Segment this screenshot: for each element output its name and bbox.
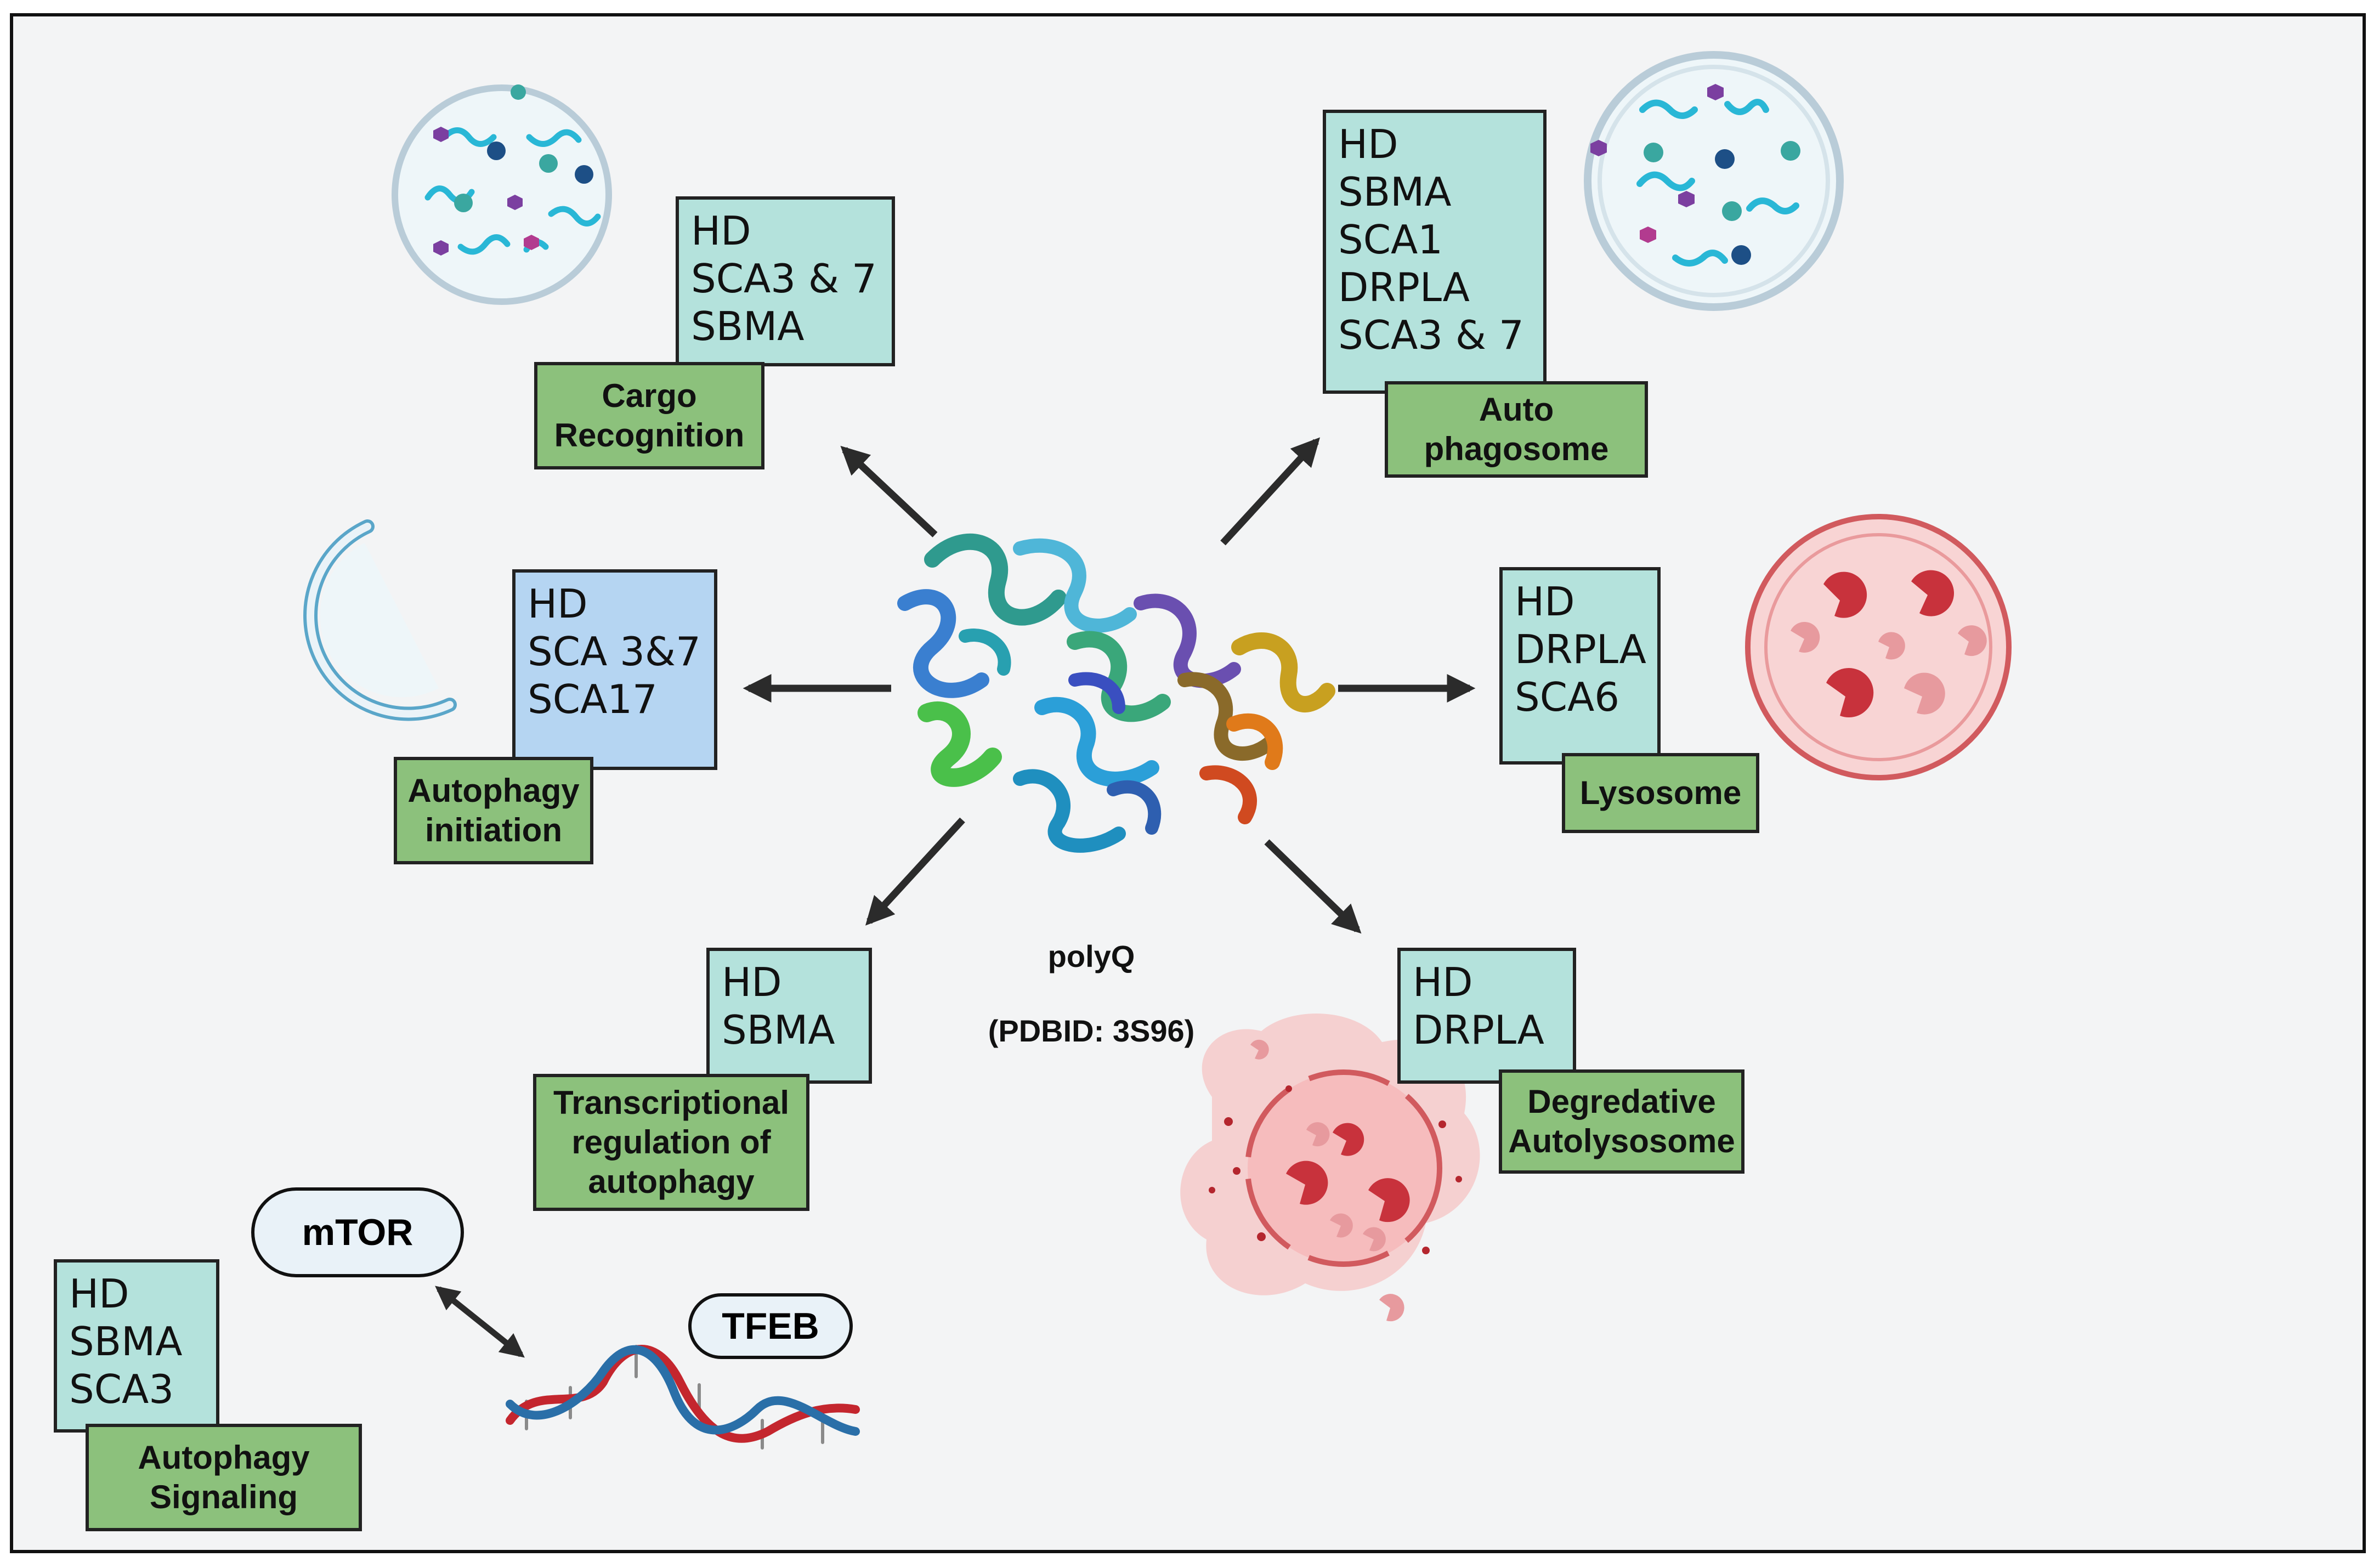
mtor-label: mTOR bbox=[251, 1187, 464, 1277]
autophagosome-disease-box: HD SBMA SCA1 DRPLA SCA3 & 7 bbox=[1323, 110, 1547, 394]
arrow-to-transcription bbox=[865, 817, 965, 926]
arrow-to-cargo bbox=[840, 445, 938, 537]
lysosome-disease-list: HD DRPLA SCA6 bbox=[1515, 579, 1646, 720]
autophagosome-disease-list: HD SBMA SCA1 DRPLA SCA3 & 7 bbox=[1338, 121, 1524, 358]
autolysosome-disease-box: HD DRPLA bbox=[1397, 948, 1576, 1084]
autolysosome-icon bbox=[1180, 1013, 1480, 1322]
autophagosome-icon bbox=[1584, 51, 1844, 311]
cargo-disease-box: HD SCA3 & 7 SBMA bbox=[676, 196, 895, 366]
arrow-to-autophagosome bbox=[1220, 437, 1321, 546]
tfeb-label: TFEB bbox=[688, 1293, 853, 1359]
cargo-recognition-label: Cargo Recognition bbox=[534, 362, 764, 469]
polyq-pdb-id: (PDBID: 3S96) bbox=[988, 1014, 1195, 1048]
transcriptional-regulation-label: Transcriptional regulation of autophagy bbox=[533, 1074, 809, 1211]
transcription-disease-list: HD SBMA bbox=[722, 959, 835, 1053]
degredative-autolysosome-label: Degredative Autolysosome bbox=[1499, 1069, 1744, 1174]
cargo-vesicle-icon bbox=[392, 84, 612, 305]
dna-helix-icon bbox=[506, 1345, 860, 1450]
phagophore-icon bbox=[303, 519, 457, 721]
transcription-disease-box: HD SBMA bbox=[706, 948, 872, 1084]
lysosome-label: Lysosome bbox=[1562, 753, 1759, 833]
arrow-to-autolysosome bbox=[1264, 839, 1362, 934]
initiation-disease-list: HD SCA 3&7 SCA17 bbox=[528, 581, 701, 722]
initiation-disease-box: HD SCA 3&7 SCA17 bbox=[512, 569, 717, 770]
autophagy-signaling-label: Autophagy Signaling bbox=[86, 1424, 362, 1531]
autolysosome-disease-list: HD DRPLA bbox=[1413, 959, 1544, 1053]
autophagy-initiation-label: Autophagy initiation bbox=[394, 757, 593, 864]
protein-structure-icon bbox=[897, 533, 1335, 853]
polyq-caption: polyQ (PDBID: 3S96) bbox=[943, 901, 1239, 1087]
signaling-disease-list: HD SBMA SCA3 bbox=[69, 1271, 183, 1412]
autophagosome-label: Auto phagosome bbox=[1385, 381, 1648, 478]
lysosome-icon bbox=[1745, 514, 2012, 780]
signaling-disease-box: HD SBMA SCA3 bbox=[54, 1259, 219, 1433]
cargo-disease-list: HD SCA3 & 7 SBMA bbox=[691, 208, 877, 349]
polyq-name: polyQ bbox=[1047, 939, 1135, 973]
pathway-arrows bbox=[743, 437, 1476, 934]
arrow-mtor-tfeb bbox=[435, 1286, 525, 1358]
lysosome-disease-box: HD DRPLA SCA6 bbox=[1499, 567, 1661, 765]
